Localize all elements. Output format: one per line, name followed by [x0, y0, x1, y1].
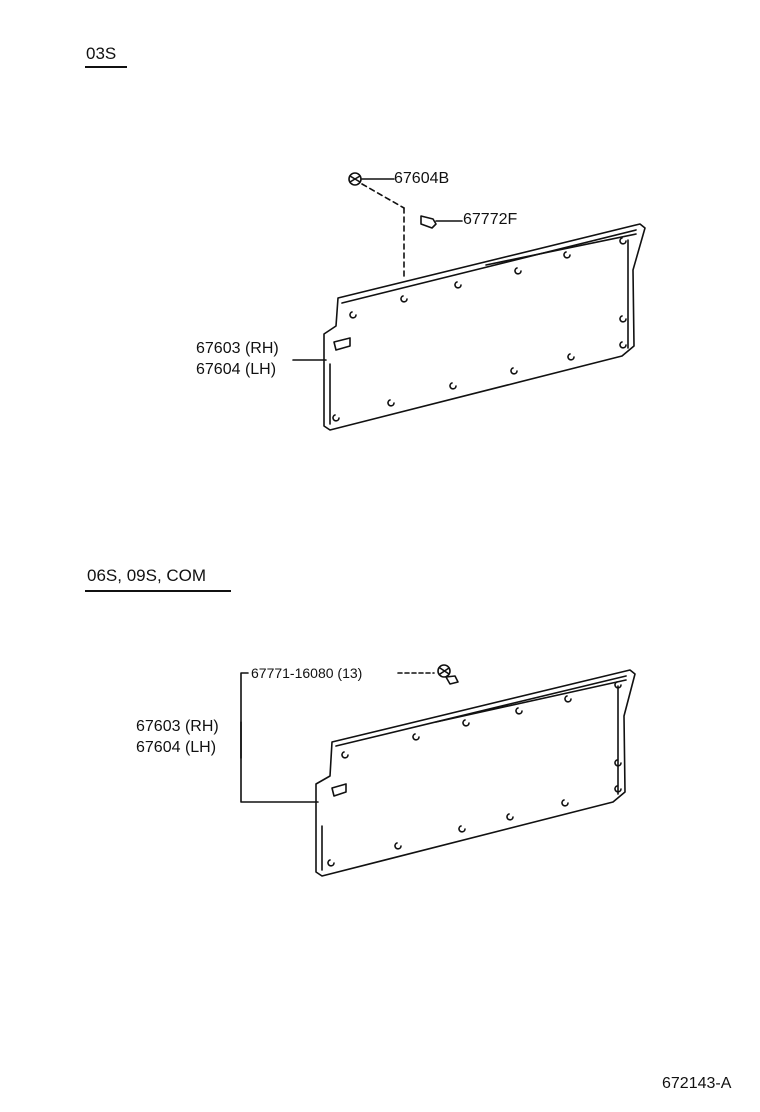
part-label-67604b: 67604B: [394, 170, 450, 187]
trim-panel-03s: [323, 223, 646, 431]
part-label-67604-lh: 67604 (LH): [136, 739, 217, 756]
section-heading-03s: 03S: [86, 44, 117, 63]
fasteners-03s: [292, 172, 463, 361]
part-label-67603-rh: 67603 (RH): [136, 718, 219, 735]
section-heading-06s-09s-com: 06S, 09S, COM: [87, 566, 207, 585]
clip-holes-06s-09s-com: [327, 681, 622, 867]
part-label-67604-lh: 67604 (LH): [196, 361, 277, 378]
figure-id: 672143-A: [662, 1075, 732, 1092]
part-label-67771-16080: 67771-16080 (13): [251, 665, 363, 681]
section-heading-underline: [85, 590, 231, 592]
trim-panel-06s-09s-com: [315, 669, 636, 877]
part-label-67772f: 67772F: [463, 211, 518, 228]
part-label-67603-rh: 67603 (RH): [196, 340, 279, 357]
clip-holes-03s: [332, 237, 627, 422]
fasteners-06s-09s-com: [240, 664, 459, 803]
section-heading-underline: [85, 66, 127, 68]
